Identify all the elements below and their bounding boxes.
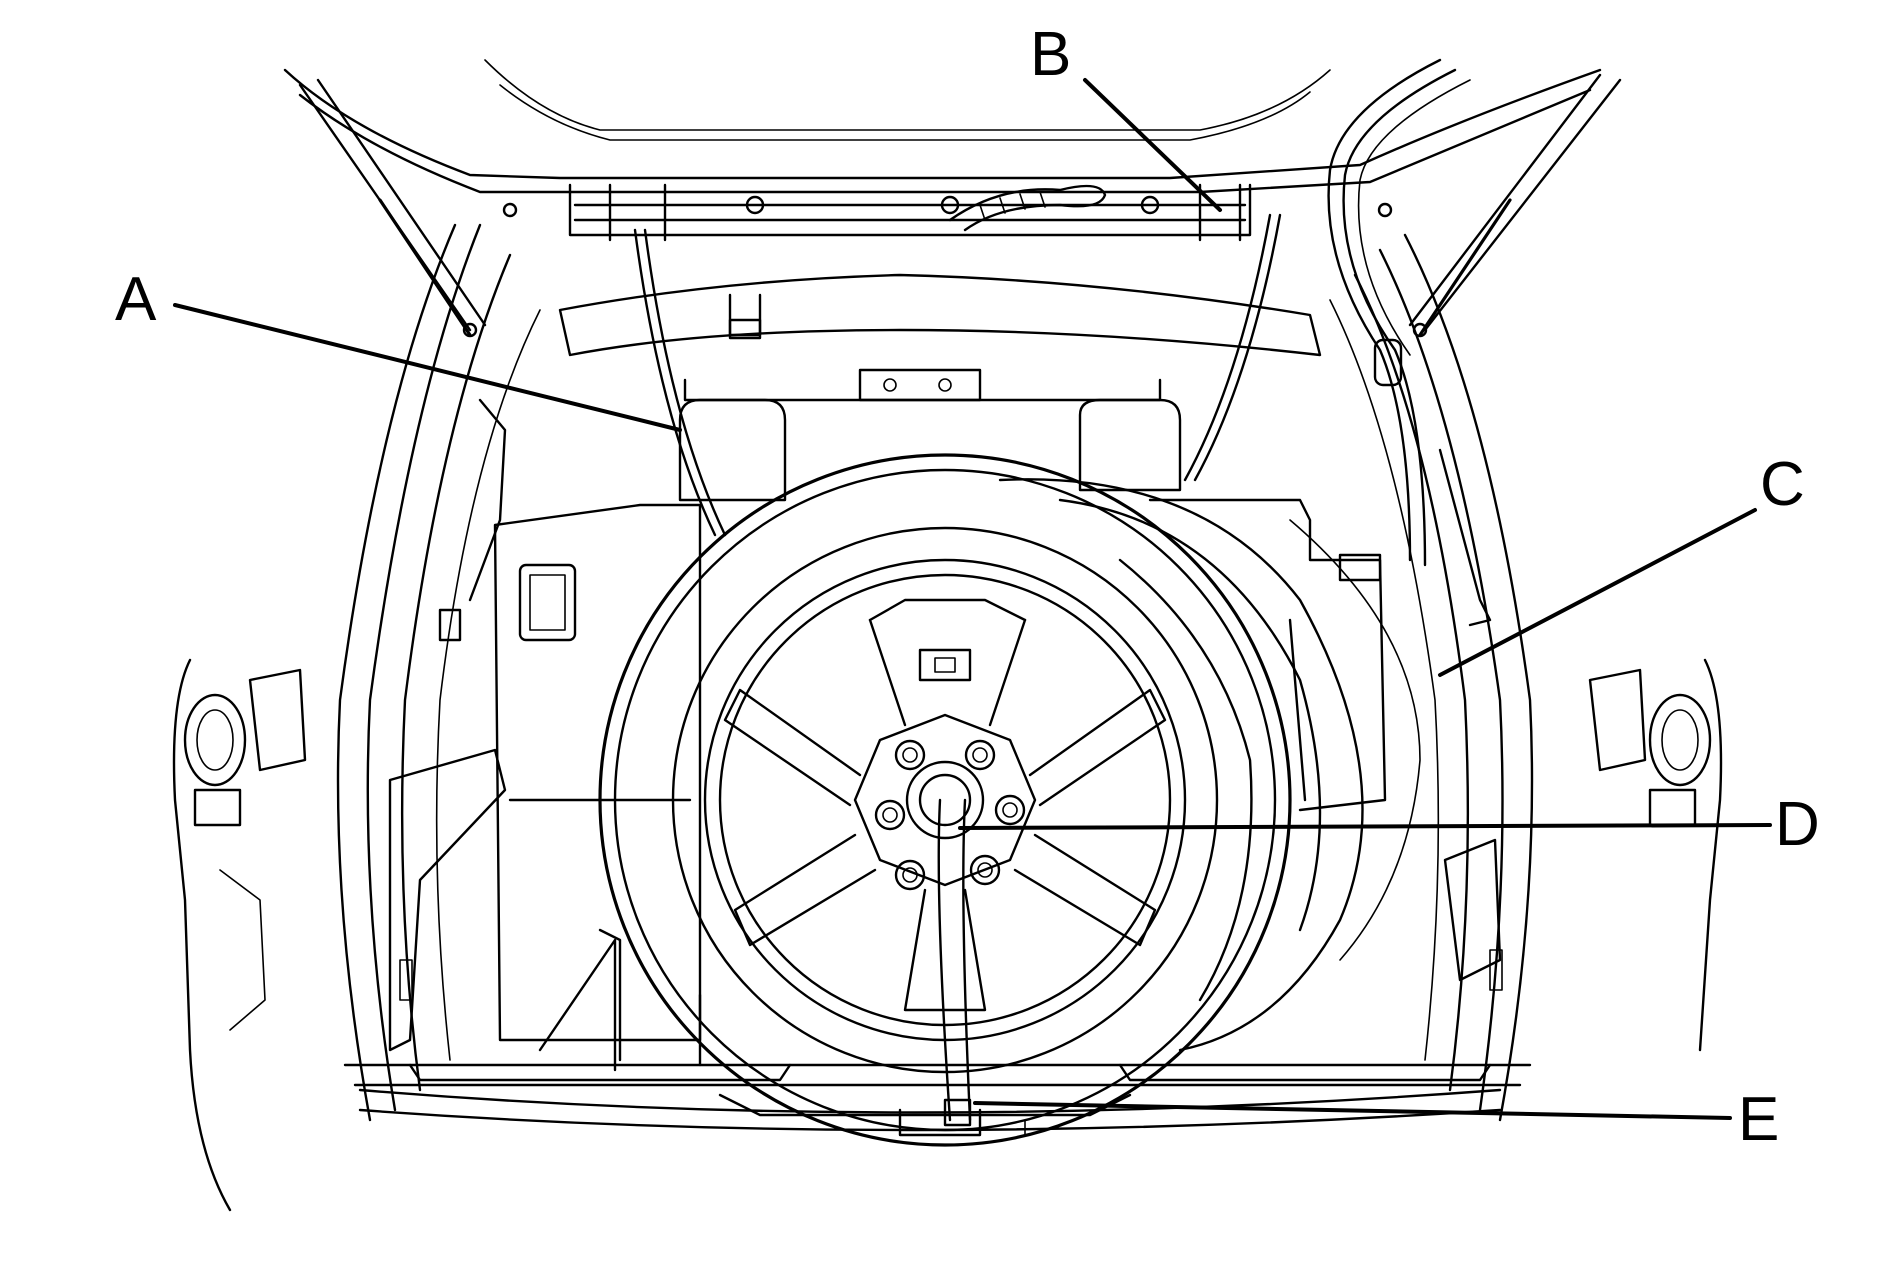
right-cargo-trim <box>1329 233 1534 1122</box>
left-storage-compartment <box>493 503 702 1072</box>
leader-a <box>173 303 682 432</box>
left-cargo-trim <box>336 223 541 1122</box>
cargo-floor-sill <box>343 1063 1532 1137</box>
callout-c: C <box>1760 450 1805 519</box>
right-taillight <box>1588 658 1723 1052</box>
leader-b <box>1083 78 1222 212</box>
rear-seatback <box>558 273 1322 502</box>
top-sill-strap <box>745 184 1160 232</box>
right-liftgate-strut <box>1377 73 1622 338</box>
leader-e <box>973 1101 1732 1120</box>
right-cable-bundle <box>1327 58 1471 567</box>
callout-d: D <box>1775 790 1820 859</box>
left-taillight <box>172 658 307 1212</box>
callout-e: E <box>1738 1085 1779 1154</box>
callout-leaders <box>173 78 1772 1120</box>
callout-a: A <box>115 265 157 334</box>
liftgate-opening <box>283 59 1602 242</box>
callout-b: B <box>1030 20 1071 89</box>
leader-d <box>958 823 1772 830</box>
right-storage-compartment <box>1148 498 1387 812</box>
leader-c <box>1438 508 1757 677</box>
callout-labels: A B C D E <box>115 20 1820 1154</box>
retention-cable <box>633 213 1282 1127</box>
spare-tire <box>598 453 1421 1147</box>
